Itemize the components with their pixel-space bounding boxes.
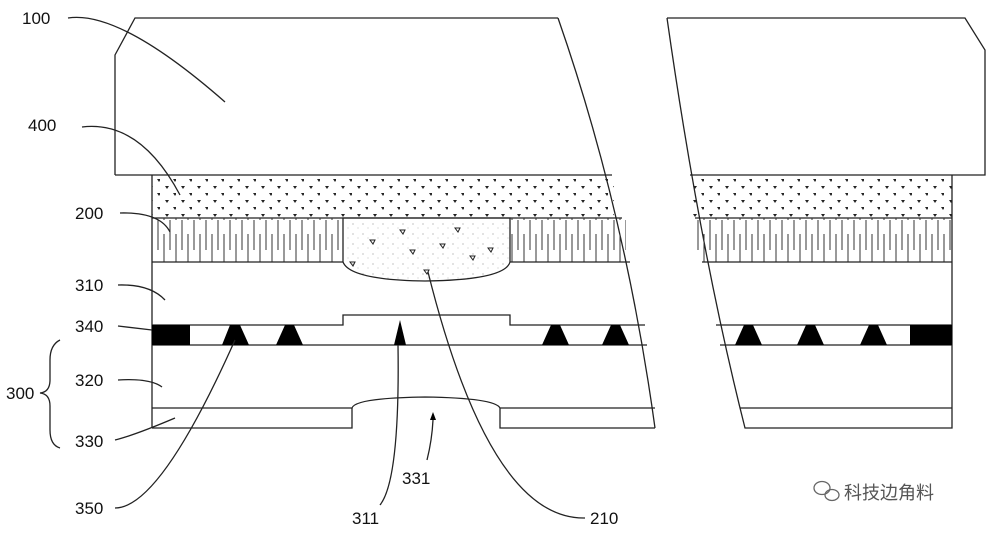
black-matrix-block — [910, 325, 952, 345]
label-400: 400 — [28, 116, 56, 135]
spacer — [602, 325, 629, 345]
layer-340-top — [152, 314, 645, 326]
panel-edge-curve — [557, 17, 656, 429]
layer-200-left — [152, 218, 343, 262]
spacer — [735, 325, 762, 345]
label-200: 200 — [75, 204, 103, 223]
label-311: 311 — [352, 509, 379, 528]
lens-210 — [342, 217, 511, 282]
right-panel — [666, 17, 986, 429]
cover-plate-100 — [114, 17, 558, 175]
wechat-icon — [813, 480, 840, 502]
layer-400 — [152, 175, 614, 218]
spacer — [276, 325, 303, 345]
label-350: 350 — [75, 499, 103, 518]
label-330: 330 — [75, 432, 103, 451]
leader-lines — [39, 16, 586, 519]
layer-400-right — [690, 175, 952, 218]
label-310: 310 — [75, 276, 103, 295]
spacer — [797, 325, 824, 345]
label-340: 340 — [75, 317, 103, 336]
label-331: 331 — [402, 469, 430, 488]
layer-200-far-right — [697, 218, 952, 262]
watermark-text: 科技边角料 — [844, 483, 934, 504]
spacer — [860, 325, 887, 345]
arrow-311-head — [394, 320, 406, 345]
spacer — [542, 325, 569, 345]
label-320: 320 — [75, 371, 103, 390]
label-100: 100 — [22, 9, 50, 28]
label-300: 300 — [6, 384, 34, 403]
left-panel — [114, 17, 656, 461]
black-matrix-block — [152, 325, 190, 345]
arrow-331 — [430, 412, 436, 420]
layer-330 — [152, 396, 655, 409]
layer-200-right — [510, 218, 626, 262]
spacer-350 — [222, 325, 249, 345]
label-210: 210 — [590, 509, 618, 528]
